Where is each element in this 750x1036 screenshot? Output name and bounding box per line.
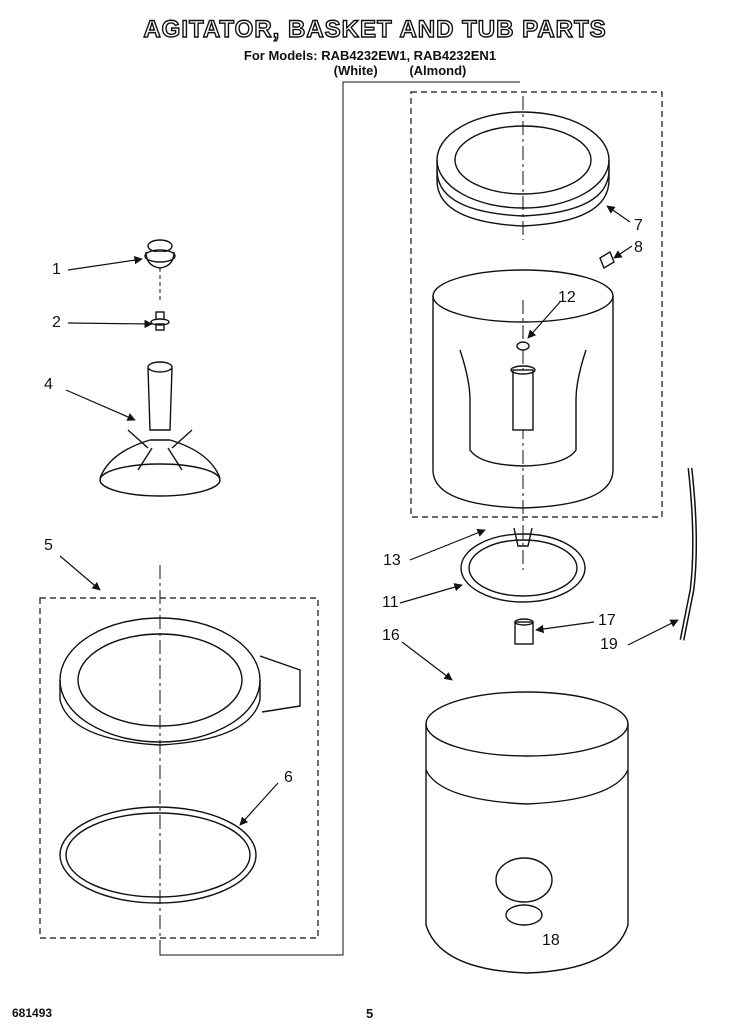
part-8-clip (599, 250, 615, 270)
part-19-hose (679, 467, 698, 641)
tub-ring-group-box (39, 597, 319, 939)
part-11-seal-ring (460, 527, 586, 603)
callout-7: 7 (634, 217, 643, 234)
part-1-agitator-cap (144, 239, 176, 300)
callout-5: 5 (44, 537, 53, 554)
callout-2: 2 (52, 314, 61, 331)
part-6-gasket (59, 806, 257, 904)
part-7-balance-ring (436, 111, 610, 227)
callout-16: 16 (382, 627, 400, 644)
leader-arrows (59, 205, 679, 826)
variant-almond: (Almond) (409, 63, 467, 78)
callout-19: 19 (600, 636, 618, 653)
callout-12: 12 (558, 289, 576, 306)
basket (432, 269, 614, 509)
page-title: AGITATOR, BASKET AND TUB PARTS (143, 15, 607, 43)
callout-18: 18 (542, 932, 560, 949)
model-numbers: For Models: RAB4232EW1, RAB4232EN1 (243, 48, 497, 63)
callout-8: 8 (634, 239, 643, 256)
basket-group-box (410, 91, 663, 518)
callout-6: 6 (284, 769, 293, 786)
part-2-bolt (150, 311, 170, 331)
part-17-nut (514, 618, 534, 645)
callout-17: 17 (598, 612, 616, 629)
variant-white: (White) (333, 63, 378, 78)
callout-4: 4 (44, 376, 53, 393)
callout-11: 11 (382, 594, 399, 611)
part-4-agitator (99, 361, 221, 497)
callout-13: 13 (383, 552, 401, 569)
part-16-tub (425, 691, 629, 974)
routing-line (159, 81, 520, 956)
page-number: 5 (366, 1006, 374, 1021)
color-variants: (White) (Almond) (300, 63, 500, 78)
callout-1: 1 (52, 261, 61, 278)
part-5-tub-ring (59, 617, 301, 746)
document-number: 681493 (12, 1006, 53, 1020)
center-axis-lines (159, 96, 524, 940)
